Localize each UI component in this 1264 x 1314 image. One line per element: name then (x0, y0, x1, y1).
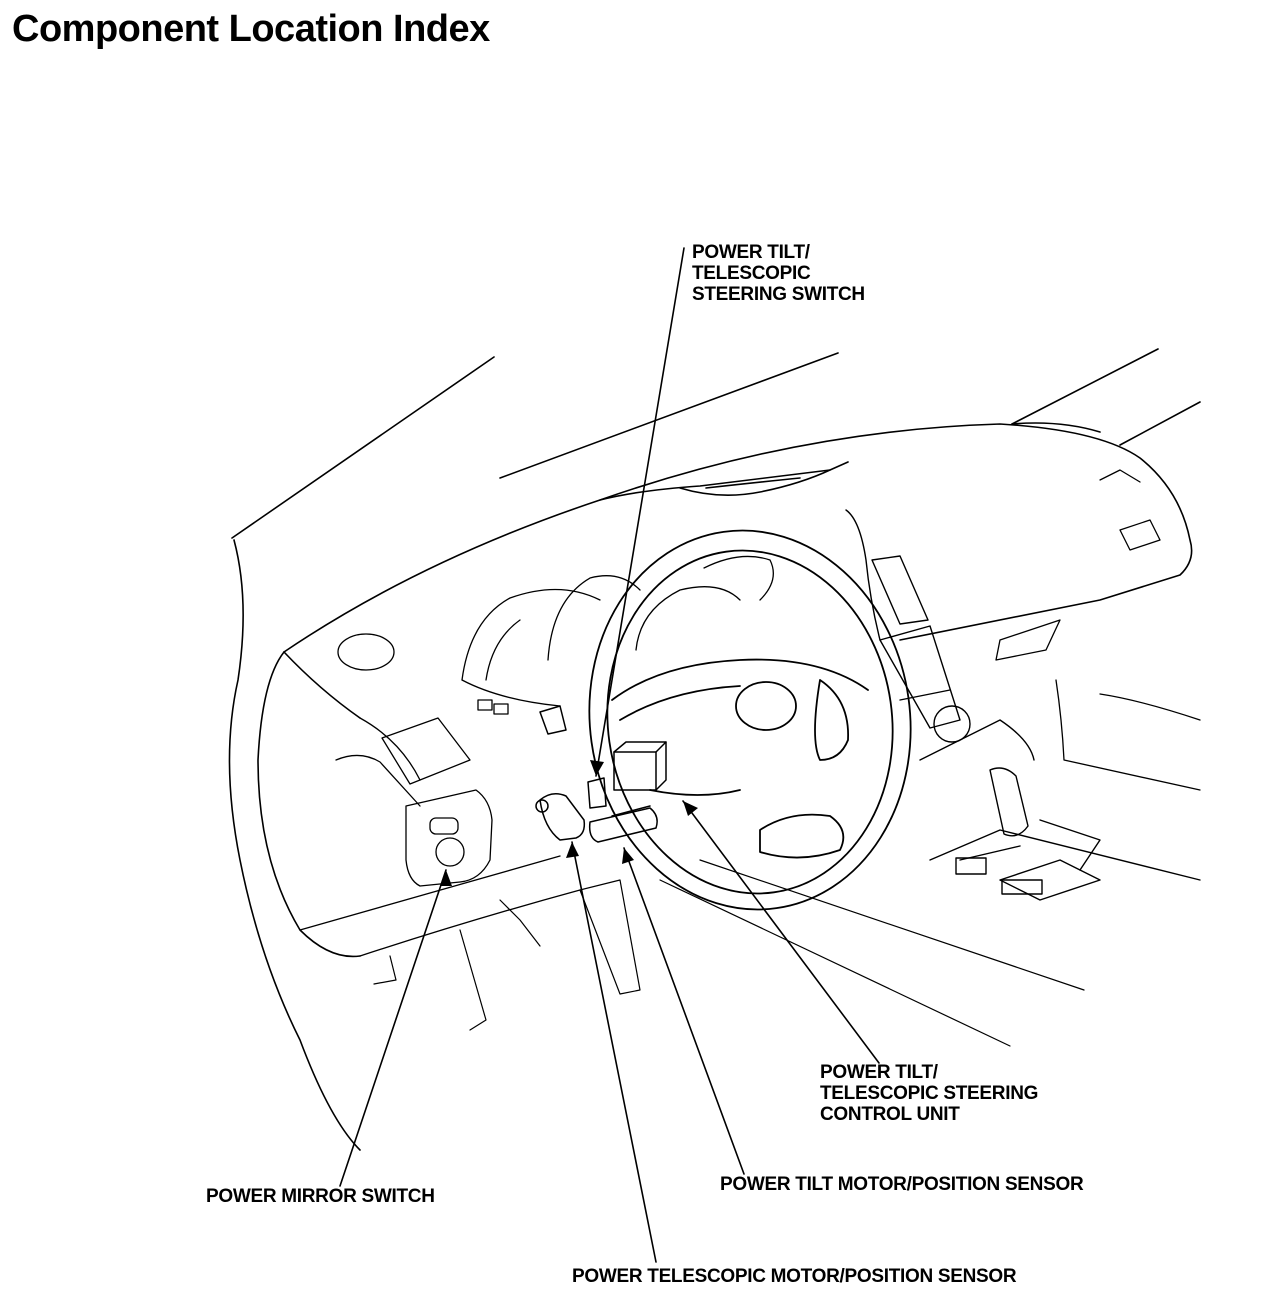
label-mirror-switch: POWER MIRROR SWITCH (206, 1186, 435, 1207)
label-steering-switch: POWER TILT/ TELESCOPIC STEERING SWITCH (692, 242, 865, 305)
leader-telescopic-motor (571, 841, 657, 1263)
label-tilt-motor: POWER TILT MOTOR/POSITION SENSOR (720, 1174, 1084, 1195)
steering-column (535, 705, 667, 843)
leader-tilt-motor (623, 847, 745, 1175)
page-title: Component Location Index (12, 8, 490, 50)
leader-steering-switch (595, 247, 685, 777)
left-vent (337, 633, 395, 671)
windshield-lines (231, 348, 1201, 539)
label-telescopic-motor: POWER TELESCOPIC MOTOR/POSITION SENSOR (572, 1266, 1017, 1287)
center-console (845, 509, 1201, 901)
steering-wheel (588, 529, 912, 911)
leader-lines (339, 247, 880, 1263)
leader-mirror-switch (339, 869, 447, 1187)
dashboard-top (228, 423, 1193, 1151)
instrument-cluster (461, 555, 774, 715)
arrowheads (440, 760, 698, 886)
label-control-unit: POWER TILT/ TELESCOPIC STEERING CONTROL … (820, 1062, 1039, 1125)
leader-control-unit (682, 800, 880, 1064)
lower-dash (373, 859, 1085, 1047)
right-dash (995, 469, 1201, 791)
left-dash-panel (299, 717, 581, 957)
